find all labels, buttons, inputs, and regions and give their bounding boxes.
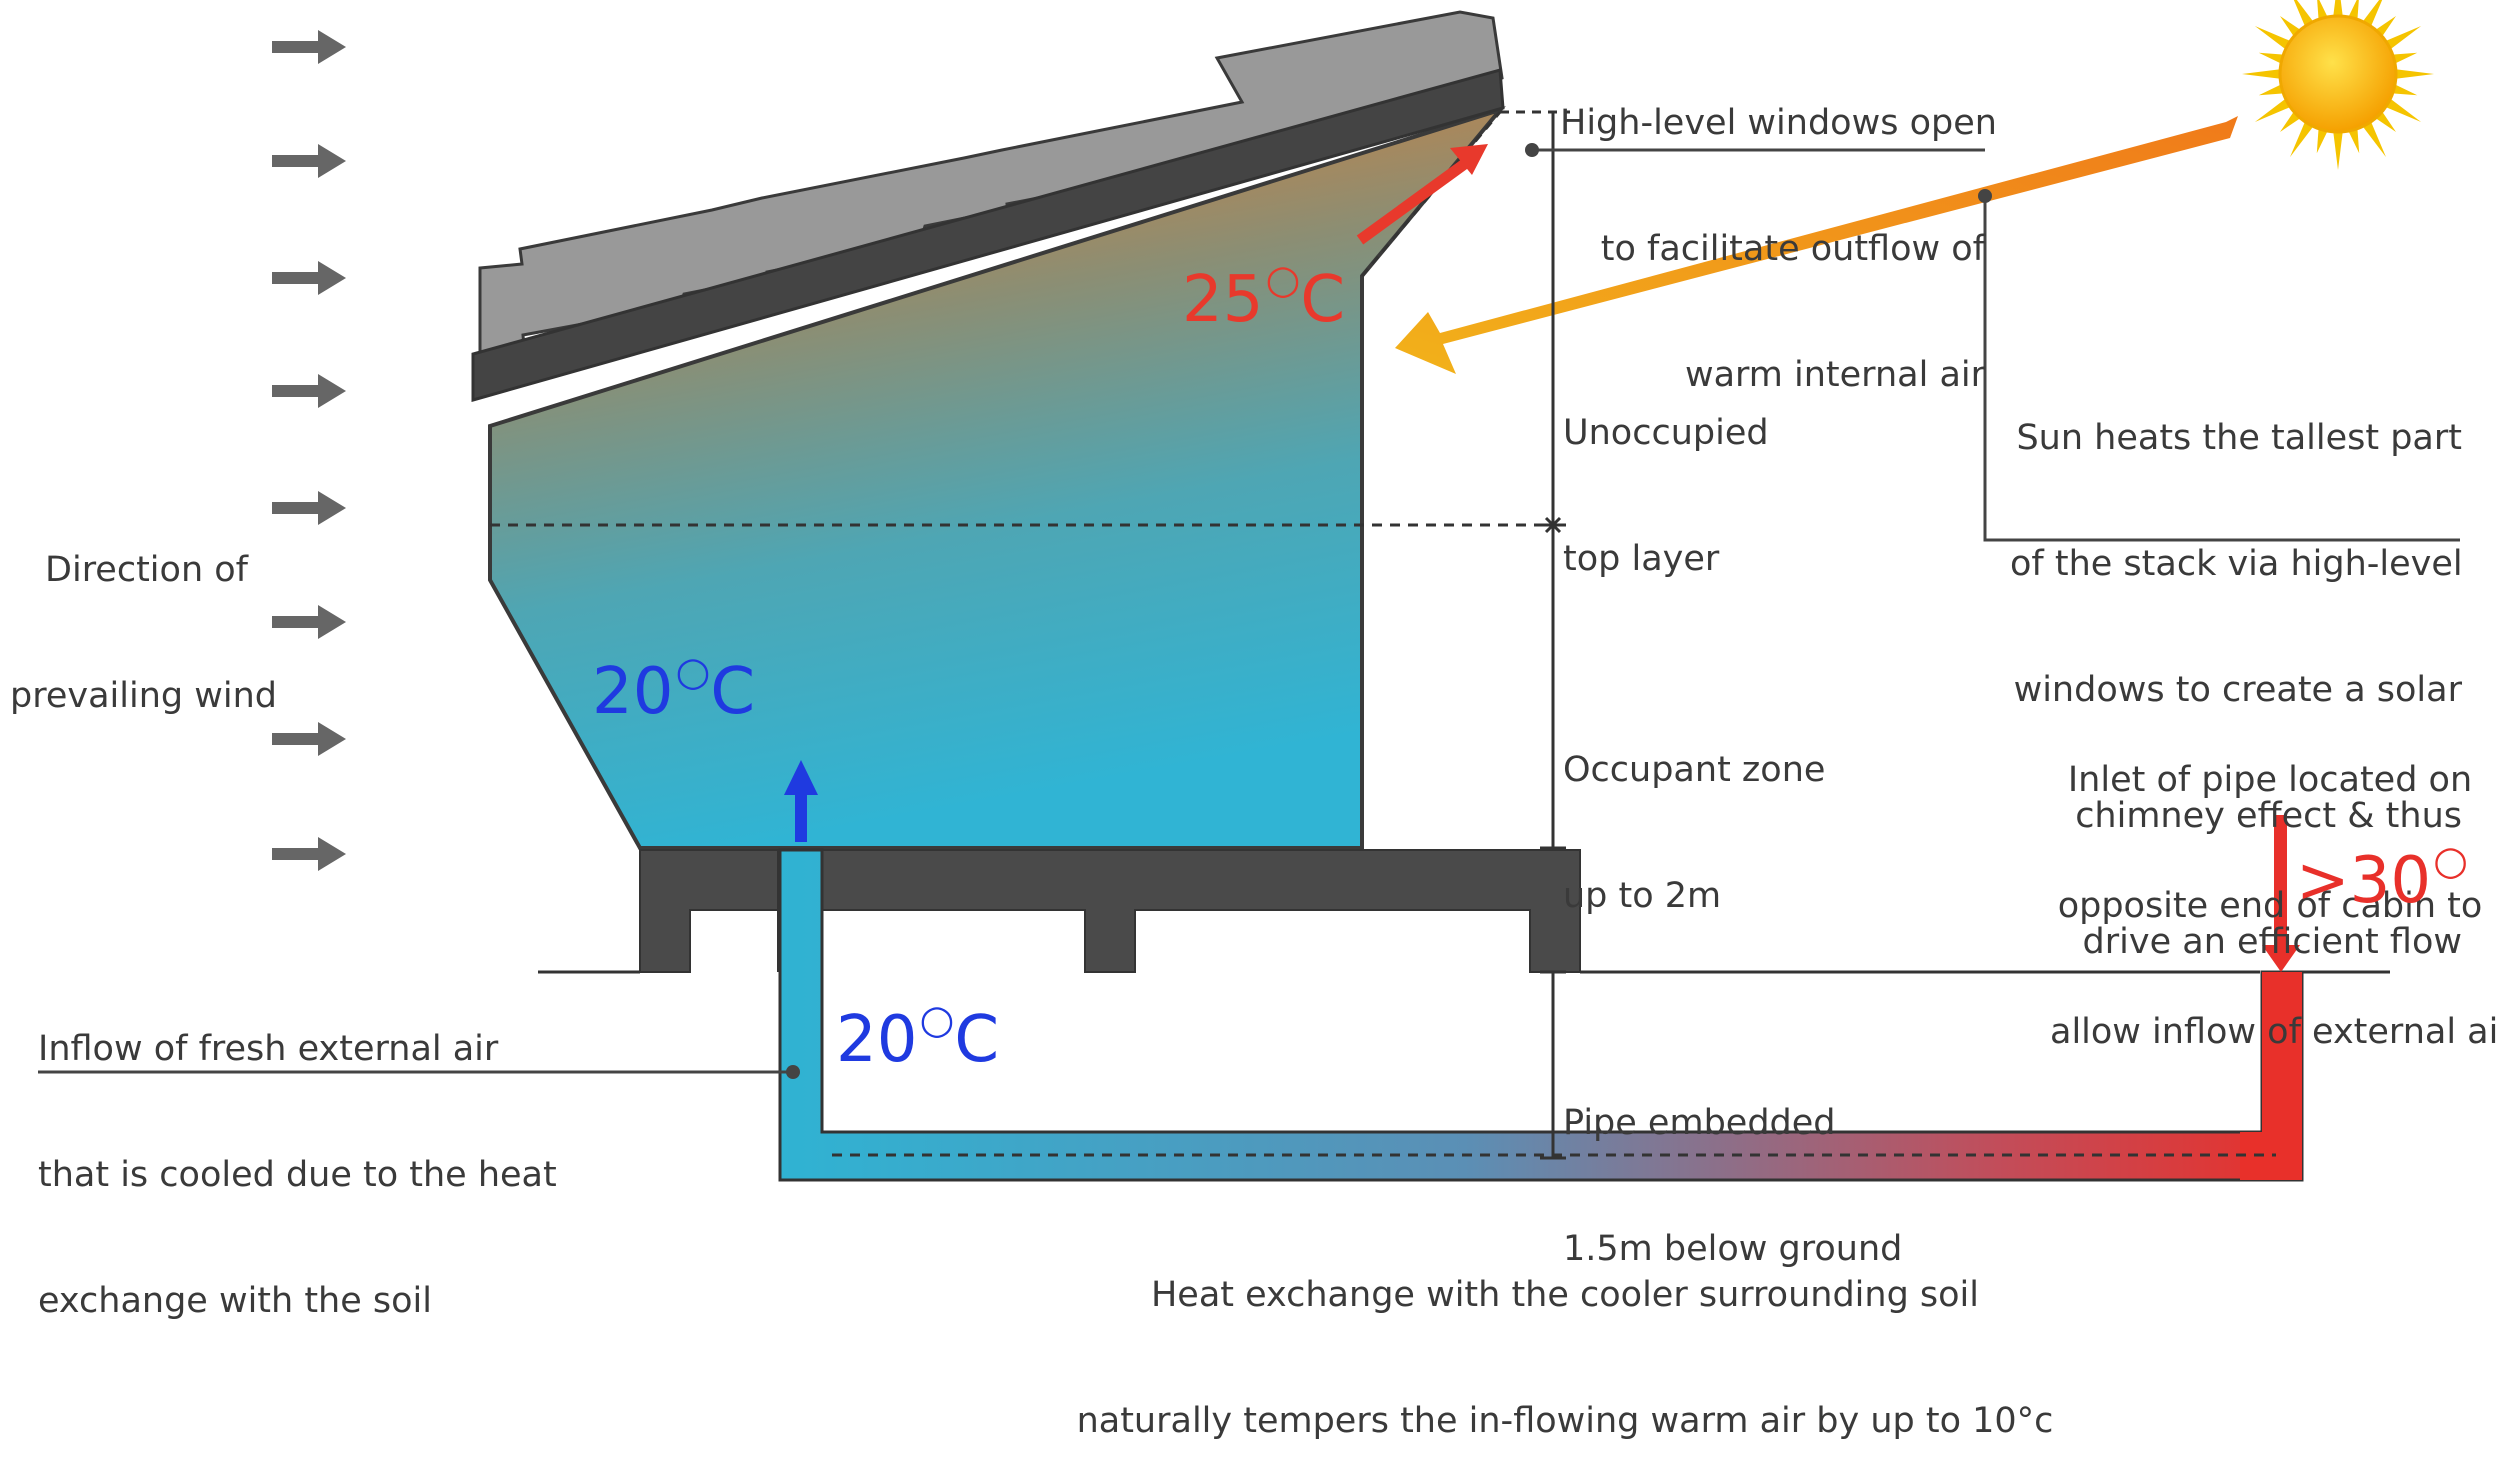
wind-arrow-icon bbox=[272, 144, 346, 178]
sun-ray bbox=[2293, 0, 2315, 29]
unoccupied-line: Unoccupied bbox=[1563, 413, 1769, 453]
sun-ray bbox=[2258, 83, 2286, 96]
wind-arrow-icon bbox=[272, 605, 346, 639]
wind-arrow-icon bbox=[272, 261, 346, 295]
wind-arrow-icon bbox=[272, 722, 346, 756]
sun-ray bbox=[2347, 126, 2360, 154]
temp-pipe: 20○C bbox=[836, 985, 999, 1075]
temp-top-unit: C bbox=[1300, 263, 1346, 337]
sun-ray bbox=[2290, 119, 2315, 158]
temp-pipe-unit: C bbox=[954, 1003, 1000, 1077]
sun-line: drive an efficient flow bbox=[2082, 922, 2462, 962]
temp-outside-value: >30 bbox=[2296, 844, 2432, 918]
leader-lines bbox=[38, 148, 2460, 1074]
wind-arrow-icon bbox=[272, 30, 346, 64]
dimension-lines bbox=[1540, 112, 1566, 1160]
high-level-line: High-level windows open bbox=[1560, 103, 1997, 143]
temp-top: 25○C bbox=[1182, 245, 1345, 335]
sun-ray bbox=[2390, 83, 2418, 96]
inlet-line: opposite end of cabin to bbox=[2057, 886, 2483, 926]
inflow-line: exchange with the soil bbox=[38, 1281, 432, 1321]
sun-label: Sun heats the tallest part of the stack … bbox=[2010, 333, 2463, 1005]
inlet-line: allow inflow of external air bbox=[2050, 1012, 2500, 1052]
sun-ray bbox=[2390, 52, 2418, 65]
sun-ray bbox=[2361, 119, 2386, 158]
inlet-line: Inlet of pipe located on bbox=[2067, 760, 2473, 800]
sun-ray bbox=[2383, 97, 2422, 122]
degree-icon: ○ bbox=[675, 649, 711, 695]
high-level-windows-label: High-level windows open to facilitate ou… bbox=[1560, 18, 1997, 438]
occupant-line: up to 2m bbox=[1563, 876, 1722, 916]
stack-ventilation-diagram bbox=[38, 0, 2460, 1182]
temp-top-value: 25 bbox=[1182, 263, 1264, 337]
sun-beam bbox=[1395, 116, 2238, 374]
cool-air-up-arrow-icon bbox=[784, 760, 818, 842]
pipe-label: Pipe embedded 1.5m below ground bbox=[1563, 1018, 1923, 1312]
warm-air-outflow-arrow-icon bbox=[1356, 144, 1488, 245]
unoccupied-line: top layer bbox=[1563, 539, 1720, 579]
heat-exchange-label: Heat exchange with the cooler surroundin… bbox=[1020, 1190, 2110, 1484]
sun-icon bbox=[2242, 0, 2434, 170]
degree-icon: ○ bbox=[2433, 838, 2468, 884]
sun-ray bbox=[2333, 0, 2343, 19]
roof-board bbox=[471, 68, 1505, 402]
inflow-label: Inflow of fresh external air that is coo… bbox=[38, 944, 558, 1364]
temp-outside: >30○ bbox=[2296, 826, 2468, 916]
wind-arrows bbox=[272, 30, 346, 871]
unoccupied-label: Unoccupied top layer bbox=[1563, 328, 1863, 622]
degree-icon: ○ bbox=[1265, 257, 1301, 303]
window-opening bbox=[1360, 110, 1570, 277]
temp-room-unit: C bbox=[710, 655, 756, 729]
cabin-foundation bbox=[639, 849, 1581, 973]
occupant-line: Occupant zone bbox=[1563, 750, 1826, 790]
wind-arrow-icon bbox=[272, 491, 346, 525]
sun-ray bbox=[2242, 69, 2283, 79]
sun-line: windows to create a solar bbox=[2013, 670, 2462, 710]
wind-arrow-icon bbox=[272, 837, 346, 871]
sun-line: of the stack via high-level bbox=[2010, 544, 2463, 584]
temp-room: 20○C bbox=[592, 637, 755, 727]
inflow-line: Inflow of fresh external air bbox=[38, 1029, 499, 1069]
inflow-line: that is cooled due to the heat bbox=[38, 1155, 557, 1195]
sun-ray bbox=[2333, 129, 2343, 170]
heat-exchange-line: naturally tempers the in-flowing warm ai… bbox=[1076, 1401, 2054, 1441]
sun-ray bbox=[2258, 52, 2286, 65]
occupant-zone-label: Occupant zone up to 2m bbox=[1563, 665, 1893, 959]
wind-label-line: Direction of bbox=[45, 550, 248, 590]
sun-line: chimney effect & thus bbox=[2075, 796, 2462, 836]
pipe-line: 1.5m below ground bbox=[1563, 1229, 1903, 1269]
wind-label: Direction of prevailing wind bbox=[10, 465, 277, 759]
inlet-label: Inlet of pipe located on opposite end of… bbox=[2050, 675, 2500, 1095]
sun-ray bbox=[2316, 126, 2329, 154]
degree-icon: ○ bbox=[919, 997, 955, 1043]
heat-exchange-line: Heat exchange with the cooler surroundin… bbox=[1150, 1275, 1980, 1315]
sun-ray bbox=[2361, 0, 2383, 29]
high-level-line: warm internal air bbox=[1684, 355, 1985, 395]
wind-arrow-icon bbox=[272, 374, 346, 408]
pipe-line: Pipe embedded bbox=[1563, 1103, 1836, 1143]
sun-line: Sun heats the tallest part bbox=[2016, 418, 2462, 458]
wind-label-line: prevailing wind bbox=[10, 676, 277, 716]
sun-ray bbox=[2393, 69, 2434, 79]
hot-air-inlet-arrow-icon bbox=[2262, 815, 2300, 972]
leader-dots bbox=[786, 143, 1992, 1079]
sun-ray bbox=[2254, 97, 2293, 122]
sun-ray bbox=[2254, 26, 2293, 51]
sun-ray bbox=[2383, 26, 2422, 51]
temp-pipe-value: 20 bbox=[836, 1003, 918, 1077]
high-level-line: to facilitate outflow of bbox=[1600, 229, 1985, 269]
pipe-inlet-section bbox=[2240, 972, 2302, 1180]
temp-room-value: 20 bbox=[592, 655, 674, 729]
